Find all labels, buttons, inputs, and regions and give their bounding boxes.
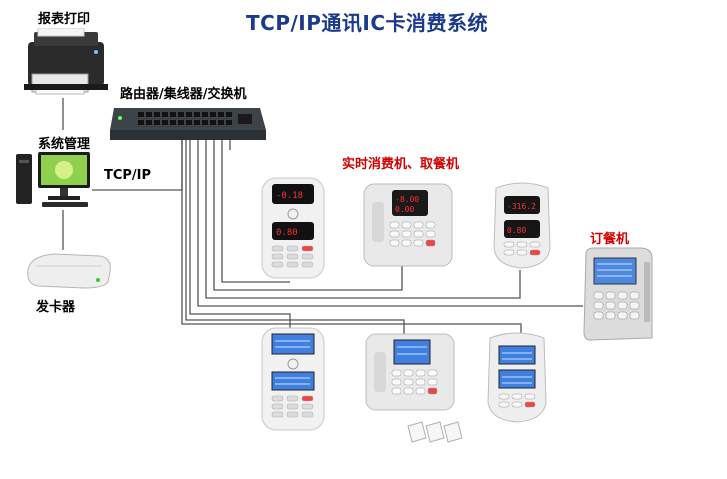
svg-text:-8.00: -8.00 — [395, 195, 419, 204]
diagram-title: TCP/IP通讯IC卡消费系统 — [246, 11, 489, 35]
wire-terminal-led-3 — [205, 140, 521, 299]
ic-cards-icon — [407, 421, 463, 443]
svg-text:-316.2: -316.2 — [507, 202, 536, 211]
desktop-computer-icon — [16, 152, 90, 207]
led-terminal-3: -316.2 0.80 — [493, 182, 551, 269]
order-terminal-label: 订餐机 — [590, 232, 630, 247]
management-label: 系统管理 — [38, 137, 91, 152]
lcd-terminal-3 — [487, 332, 547, 423]
wire-terminal-led-2 — [213, 140, 403, 291]
card-issuer-label: 发卡器 — [36, 300, 76, 315]
led-terminal-2: -8.00 0.00 — [363, 183, 453, 267]
printer-label: 报表打印 — [38, 12, 91, 27]
wire-terminal-led-1 — [221, 140, 290, 283]
wire-terminal-lcd-1 — [189, 140, 291, 328]
router-label: 路由器/集线器/交换机 — [120, 87, 247, 102]
lcd-terminal-1 — [261, 327, 325, 431]
wire-terminal-lcd-2 — [185, 140, 405, 336]
svg-text:0.80: 0.80 — [276, 228, 298, 238]
lcd-terminal-2 — [365, 333, 455, 411]
wire-order-machine — [197, 140, 583, 307]
network-switch-icon — [110, 108, 266, 140]
realtime-terminals-label: 实时消费机、取餐机 — [342, 157, 460, 172]
svg-text:0.00: 0.00 — [395, 205, 414, 214]
svg-text:-0.18: -0.18 — [276, 191, 303, 201]
laser-printer-icon — [24, 28, 108, 95]
svg-text:0.80: 0.80 — [507, 226, 526, 235]
card-reader-icon — [27, 253, 111, 289]
led-terminal-1: -0.18 0.80 — [261, 177, 325, 279]
tcpip-label: TCP/IP — [104, 168, 152, 183]
order-terminal-icon — [583, 247, 653, 341]
wire-terminal-lcd-3 — [181, 140, 522, 333]
